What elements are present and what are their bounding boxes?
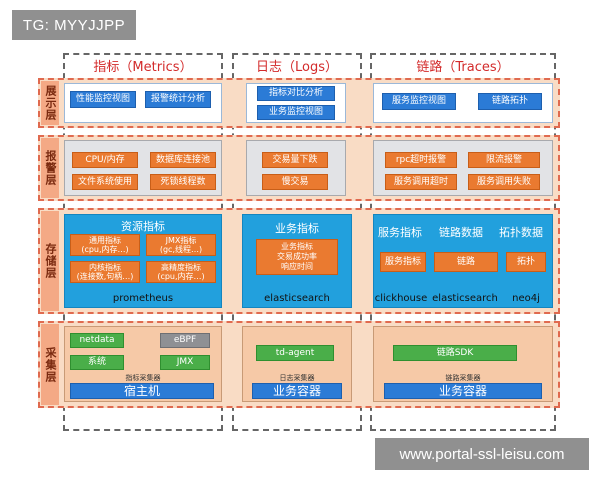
layer-label-alert: 报警层: [41, 138, 59, 198]
display-box-performance-view: 性能监控视图: [70, 91, 136, 108]
display-box-service-view: 服务监控视图: [382, 93, 456, 110]
collect-box-ebpf: eBPF: [160, 333, 210, 348]
storage-footer-clickhouse: clickhouse: [374, 293, 428, 304]
storage-box-general: 通用指标 (cpu,内存…): [70, 234, 140, 256]
collect-label-log-collector: 日志采集器: [279, 374, 315, 382]
storage-footer-elasticsearch-traces: elasticsearch: [432, 293, 498, 304]
collect-box-system: 系统: [70, 355, 124, 370]
alert-box-rate-limit: 限流报警: [468, 152, 540, 168]
alert-box-volume-drop: 交易量下跌: [262, 152, 328, 168]
alert-box-filesystem: 文件系统使用: [72, 174, 138, 190]
layer-label-collect: 采集层: [41, 324, 59, 405]
display-box-business-view: 业务监控视图: [257, 105, 335, 120]
column-header-metrics: 指标（Metrics）: [93, 60, 193, 75]
collect-host-container-logs: 业务容器: [252, 383, 342, 399]
storage-title-business: 业务指标: [275, 222, 319, 235]
alert-box-call-fail: 服务调用失败: [468, 174, 540, 190]
storage-footer-neo4j: neo4j: [512, 293, 540, 304]
collect-box-trace-sdk: 链路SDK: [393, 345, 517, 361]
storage-box-business: 业务指标 交易成功率 响应时间: [256, 239, 338, 275]
alert-box-deadlock: 死锁线程数: [150, 174, 216, 190]
storage-box-high-precision: 高精度指标 (cpu,内存…): [146, 261, 216, 283]
collect-box-netdata: netdata: [70, 333, 124, 348]
watermark-bottom: www.portal-ssl-leisu.com: [375, 438, 589, 470]
display-box-metric-compare: 指标对比分析: [257, 86, 335, 101]
collect-box-td-agent: td-agent: [256, 345, 334, 361]
layer-label-storage: 存储层: [41, 211, 59, 311]
storage-box-jmx: JMX指标 (gc,线程…): [146, 234, 216, 256]
collect-label-metric-collector: 指标采集器: [125, 374, 161, 382]
watermark-top: TG: MYYJJPP: [12, 10, 136, 40]
display-box-trace-topology: 链路拓扑: [478, 93, 542, 110]
storage-box-kernel: 内核指标 (连接数,句柄…): [70, 261, 140, 283]
storage-box-topology: 拓扑: [506, 252, 546, 272]
storage-box-trace: 链路: [434, 252, 498, 272]
storage-box-service: 服务指标: [380, 252, 426, 272]
column-header-logs: 日志（Logs）: [256, 60, 338, 75]
alert-box-cpu-memory: CPU/内存: [72, 152, 138, 168]
storage-footer-elasticsearch-logs: elasticsearch: [264, 293, 330, 304]
storage-footer-prometheus: prometheus: [112, 293, 174, 304]
alert-box-slow-trade: 慢交易: [262, 174, 328, 190]
alert-box-db-pool: 数据库连接池: [150, 152, 216, 168]
alert-box-rpc-timeout: rpc超时报警: [385, 152, 457, 168]
storage-title-trace-data: 链路数据: [439, 226, 483, 239]
layer-label-display: 展示层: [41, 81, 59, 125]
storage-title-resource: 资源指标: [121, 220, 165, 233]
collect-label-trace-collector: 链路采集器: [445, 374, 481, 382]
storage-title-service: 服务指标: [378, 226, 422, 239]
display-box-alert-stats: 报警统计分析: [145, 91, 211, 108]
collect-box-jmx: JMX: [160, 355, 210, 370]
storage-title-topology-data: 拓扑数据: [499, 226, 543, 239]
collect-host-machine: 宿主机: [70, 383, 214, 399]
column-header-traces: 链路（Traces）: [416, 60, 510, 75]
alert-box-call-timeout: 服务调用超时: [385, 174, 457, 190]
collect-host-container-traces: 业务容器: [384, 383, 542, 399]
